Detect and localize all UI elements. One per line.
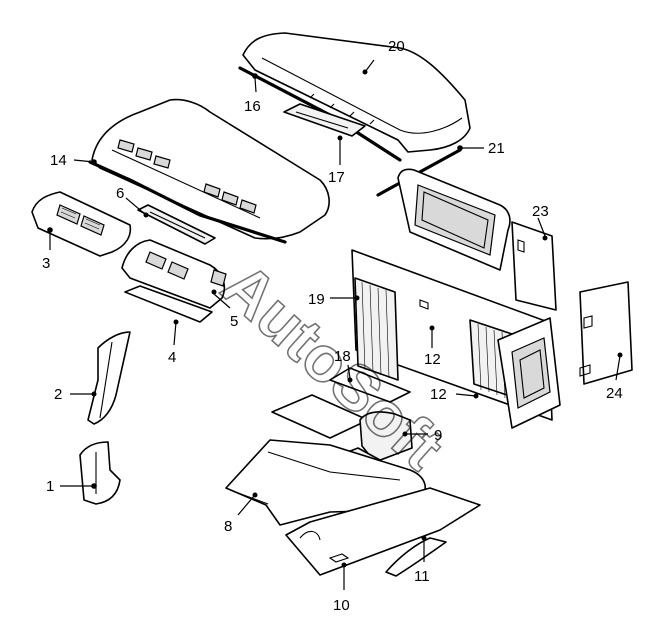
callout-21: 21	[488, 140, 505, 157]
part-4-plate	[124, 285, 213, 323]
callout-18: 18	[334, 348, 351, 365]
part-2-pillar-trim	[87, 331, 131, 425]
callout-9: 9	[434, 427, 442, 444]
callout-14: 14	[50, 152, 67, 169]
callout-12-upper: 12	[424, 351, 441, 368]
callout-12-lower: 12	[430, 386, 447, 403]
part-1-bracket	[79, 441, 121, 505]
part-5-console-box	[121, 239, 227, 309]
rear-window-frame	[497, 317, 561, 429]
callout-16: 16	[244, 98, 261, 115]
callout-2: 2	[54, 386, 62, 403]
part-9-seat-box	[271, 394, 413, 473]
callout-23: 23	[532, 203, 549, 220]
callout-1: 1	[46, 478, 54, 495]
part-20-roof-cover	[242, 32, 471, 153]
callout-20: 20	[388, 38, 405, 55]
part-10-floor-plate	[285, 487, 481, 576]
part-6-trim-strip	[137, 204, 216, 245]
callout-17: 17	[328, 169, 345, 186]
part-23-rear-panel	[511, 221, 557, 311]
part-24-door-panel	[579, 281, 633, 385]
leader-lines	[47, 59, 623, 590]
callout-3: 3	[42, 255, 50, 272]
callout-6: 6	[116, 185, 124, 202]
part-22-door-frame	[397, 168, 511, 271]
callout-11: 11	[414, 568, 430, 585]
part-3-console-tray	[31, 191, 132, 257]
callout-8: 8	[224, 518, 232, 535]
part-19-insulation-pad	[354, 277, 399, 381]
callout-4: 4	[168, 349, 176, 366]
callout-5: 5	[230, 313, 238, 330]
part-11-trim	[385, 537, 447, 577]
callout-labels: 20 16 17 21 14 6 3 5 4 2 1 23 19 12 12 1…	[42, 38, 623, 614]
part-14-main-roof	[88, 98, 330, 244]
callout-10: 10	[333, 597, 350, 614]
part-17-panel	[283, 103, 366, 137]
callout-24: 24	[606, 385, 623, 402]
callout-19: 19	[308, 291, 325, 308]
